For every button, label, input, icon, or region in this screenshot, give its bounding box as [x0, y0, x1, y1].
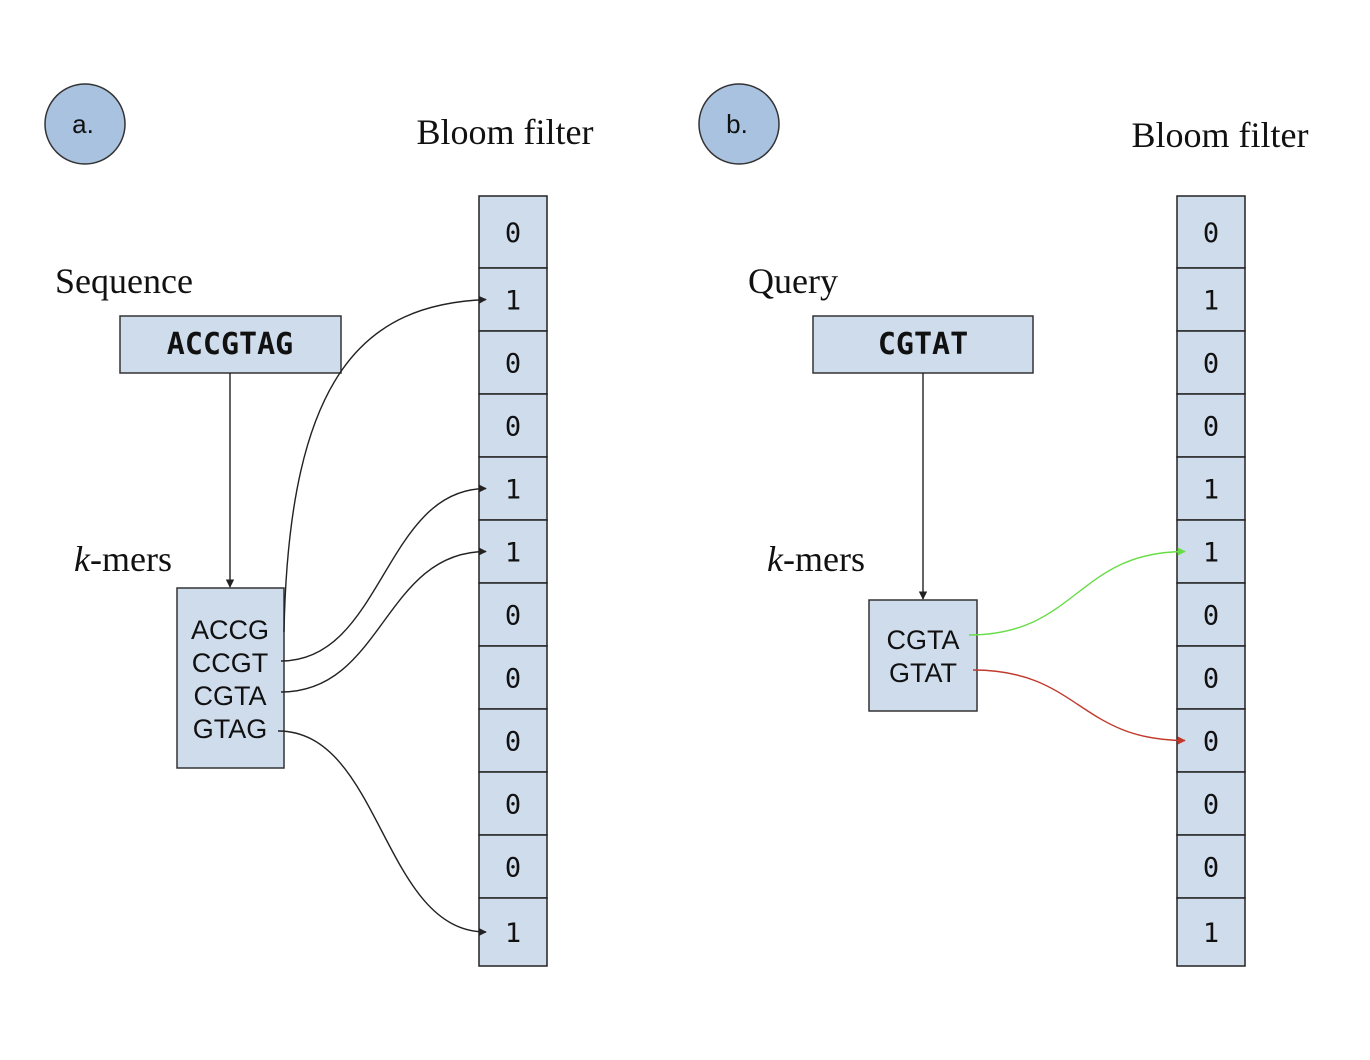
panel-b-filter-cell — [1176, 195, 1246, 269]
panel-a-filter-cell — [478, 834, 548, 899]
panel-b-filter-title: Bloom filter — [1132, 115, 1309, 155]
panel-a-kmers-label: k-mers — [74, 539, 172, 579]
panel-a-kmers-label-k: k — [74, 539, 91, 579]
panel-a: a. Bloom filter Sequence ACCGTAG k-mers … — [44, 83, 594, 967]
panel-b-filter-bit: 1 — [1203, 286, 1219, 317]
panel-b-kmers-label: k-mers — [767, 539, 865, 579]
panel-b-filter-cell — [1176, 708, 1246, 773]
panel-a-kmer: GTAG — [193, 714, 268, 744]
panel-a-filter-cell — [478, 330, 548, 395]
panel-b-filter-bit: 0 — [1203, 790, 1219, 821]
panel-b-filter-bit: 0 — [1203, 412, 1219, 443]
panel-b-hash-link — [968, 547, 1186, 636]
panel-a-filter-cell — [478, 771, 548, 836]
panel-a-kmer: CGTA — [194, 681, 267, 711]
panel-b-filter-bit: 1 — [1203, 918, 1219, 949]
panel-b-filter-cell — [1176, 834, 1246, 899]
panel-b-filter-cell — [1176, 897, 1246, 967]
panel-a-hash-link — [280, 547, 487, 693]
panel-a-kmers-label-rest: -mers — [90, 539, 172, 579]
panel-a-filter-bit: 1 — [505, 475, 521, 506]
panel-b-filter-bit: 0 — [1203, 727, 1219, 758]
panel-b-input-box — [812, 315, 1034, 374]
panel-b-filter-bit: 0 — [1203, 601, 1219, 632]
panel-a-filter-bit: 0 — [505, 349, 521, 380]
panel-b-filter-bit: 0 — [1203, 218, 1219, 249]
panel-b-filter-bit: 0 — [1203, 853, 1219, 884]
panel-b-filter-cell — [1176, 771, 1246, 836]
panel-b-badge-label: b. — [726, 109, 748, 139]
panel-b-filter-bit: 1 — [1203, 475, 1219, 506]
panel-a-hash-link — [277, 730, 487, 937]
panel-b-filter-cell — [1176, 645, 1246, 710]
panel-a-filter-bit: 0 — [505, 727, 521, 758]
panel-a-filter-bit: 1 — [505, 286, 521, 317]
panel-b-kmers-box — [868, 599, 978, 712]
panel-b-filter-cell — [1176, 519, 1246, 584]
panel-a-kmer: ACCG — [191, 615, 269, 645]
panel-b-filter-cell — [1176, 456, 1246, 521]
panel-b-kmers-label-k: k — [767, 539, 784, 579]
panel-a-filter-cell — [478, 708, 548, 773]
panel-a-input-box — [119, 315, 342, 374]
panel-a-filter-bit: 0 — [505, 790, 521, 821]
panel-a-filter-cell — [478, 582, 548, 647]
panel-a-filter-title: Bloom filter — [417, 112, 594, 152]
panel-a-filter-bit: 0 — [505, 601, 521, 632]
panel-a-filter-bit: 0 — [505, 664, 521, 695]
panel-a-filter-cell — [478, 897, 548, 967]
panel-b-badge — [698, 83, 780, 165]
panel-a-badge — [44, 83, 126, 165]
panel-a-filter-cell — [478, 393, 548, 458]
panel-a-hash-link — [280, 484, 487, 662]
panel-b-hash-links — [968, 547, 1186, 745]
panel-b-filter-cell — [1176, 393, 1246, 458]
panel-a-filter-bit: 1 — [505, 918, 521, 949]
panel-b-kmers-label-rest: -mers — [783, 539, 865, 579]
panel-a-hash-links — [277, 295, 487, 937]
panel-a-input-label: Sequence — [55, 261, 193, 301]
panel-b-kmer: GTAT — [889, 658, 957, 688]
panel-a-badge-label: a. — [72, 109, 94, 139]
panel-a-filter-cell — [478, 645, 548, 710]
panel-a-kmers-box — [176, 587, 285, 769]
panel-b-filter-bit: 0 — [1203, 664, 1219, 695]
panel-a-filter-bit: 0 — [505, 412, 521, 443]
panel-a-filter-bit: 1 — [505, 538, 521, 569]
panel-b-filter-cell — [1176, 330, 1246, 395]
panel-a-hash-link — [283, 295, 487, 633]
panel-b-filter-bit: 1 — [1203, 538, 1219, 569]
panel-a-bloom-filter: 0 1 0 0 1 1 0 0 0 0 0 1 — [478, 195, 548, 967]
panel-b-bloom-filter: 0 1 0 0 1 1 0 0 0 0 0 1 — [1176, 195, 1246, 967]
panel-a-filter-cell — [478, 267, 548, 332]
panel-a-kmer: CCGT — [192, 648, 269, 678]
panel-b-kmer: CGTA — [887, 625, 960, 655]
panel-b-hash-link — [972, 669, 1186, 745]
panel-a-filter-bit: 0 — [505, 218, 521, 249]
panel-b-filter-cell — [1176, 582, 1246, 647]
panel-a-input-value: ACCGTAG — [167, 327, 293, 362]
panel-b: b. Bloom filter Query CGTAT k-mers CGTAG… — [698, 83, 1309, 967]
panel-b-filter-bit: 0 — [1203, 349, 1219, 380]
panel-b-input-label: Query — [748, 261, 838, 301]
panel-b-input-value: CGTAT — [878, 327, 968, 362]
panel-a-filter-bit: 0 — [505, 853, 521, 884]
